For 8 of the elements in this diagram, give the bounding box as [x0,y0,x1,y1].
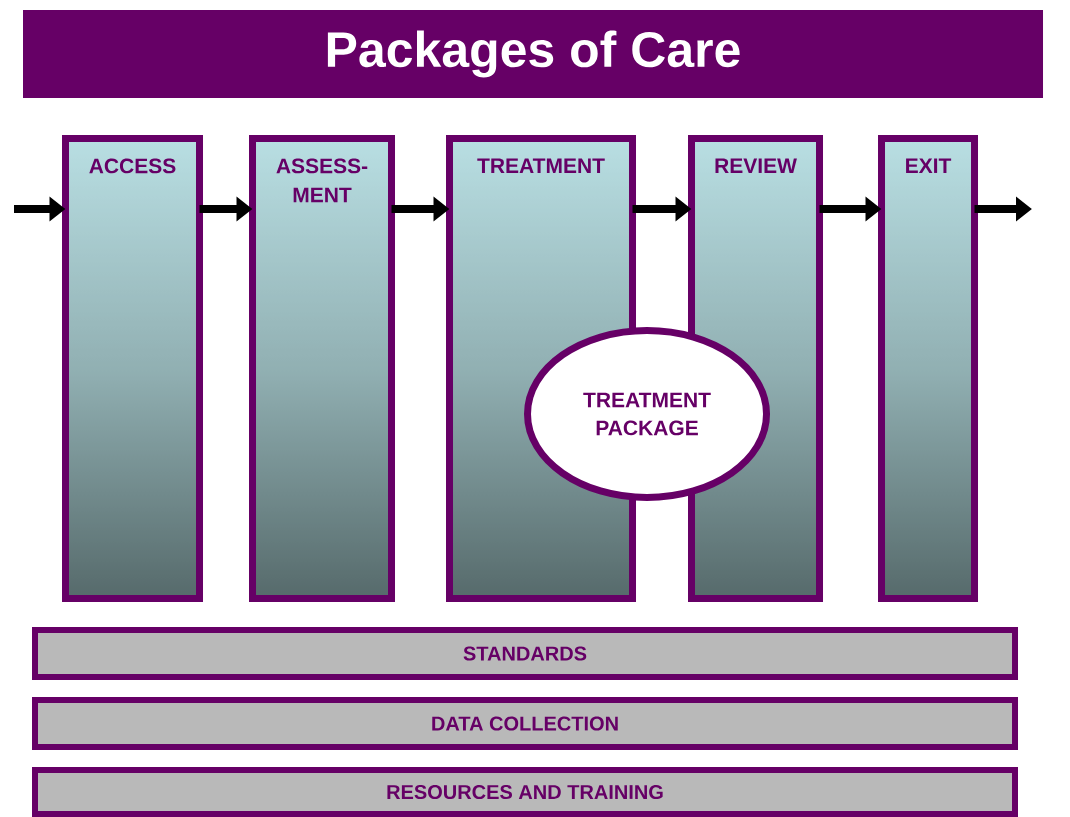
band-box: STANDARDS [32,627,1018,680]
column-box: ACCESS [62,135,203,602]
column-box: ASSESS- MENT [249,135,395,602]
band-box: RESOURCES AND TRAINING [32,767,1018,817]
band-box: DATA COLLECTION [32,697,1018,750]
title-banner: Packages of Care [23,10,1043,98]
oval-box: TREATMENT PACKAGE [524,327,770,501]
column-box: EXIT [878,135,978,602]
